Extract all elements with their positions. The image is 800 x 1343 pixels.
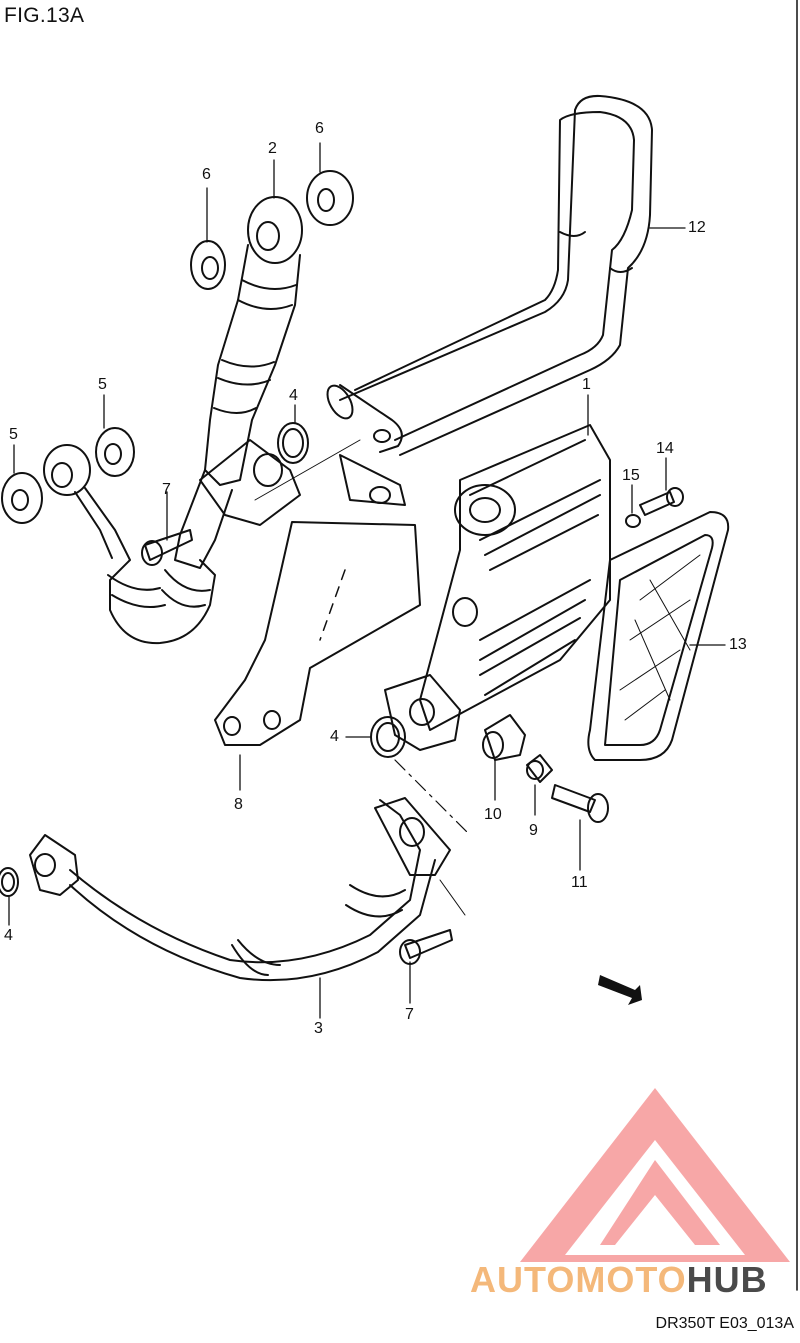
leader-lines (8, 142, 726, 1019)
part-7-bolts (141, 529, 453, 965)
callout-6-left: 6 (202, 166, 211, 183)
callout-4-middle: 4 (330, 728, 339, 745)
callout-12: 12 (688, 219, 706, 236)
callout-2: 2 (268, 140, 277, 157)
part-13-guard (587, 511, 730, 761)
wordmark-part-1: AUTOMOTO (470, 1259, 687, 1300)
drawing-id: DR350T E03_013A (655, 1315, 794, 1332)
callout-3: 3 (314, 1020, 323, 1037)
callout-7-upper: 7 (162, 481, 171, 498)
part-5-washers (1, 427, 135, 524)
part-2-banjo-hose (174, 196, 303, 569)
part-2-lower-hose (43, 444, 216, 645)
figure-title: FIG.13A (4, 4, 85, 27)
part-4-orings (0, 422, 406, 897)
callout-8: 8 (234, 796, 243, 813)
part-8-bracket (214, 454, 421, 746)
callout-7-lower: 7 (405, 1006, 414, 1023)
callout-5-right: 5 (98, 376, 107, 393)
small-hardware (482, 487, 684, 823)
callout-4-lower: 4 (4, 927, 13, 944)
hose-fitting (199, 439, 361, 526)
watermark-logo (520, 1088, 790, 1262)
callout-15: 15 (622, 467, 640, 484)
fwd-arrow-icon (598, 975, 642, 1005)
callout-10: 10 (484, 806, 502, 823)
callout-9: 9 (529, 822, 538, 839)
callout-6-right: 6 (315, 120, 324, 137)
watermark-wordmark: AUTOMOTOHUB (470, 1262, 768, 1298)
callout-14: 14 (656, 440, 674, 457)
callout-11: 11 (571, 874, 588, 891)
callout-5-left: 5 (9, 426, 18, 443)
part-3-lower-hose (29, 797, 466, 982)
part-12-hose (326, 94, 653, 456)
callout-13: 13 (729, 636, 747, 653)
callout-4-upper: 4 (289, 387, 298, 404)
part-6-washers (190, 170, 354, 290)
callout-1: 1 (582, 376, 591, 393)
part-1-oil-cooler (384, 424, 611, 836)
wordmark-part-2: HUB (686, 1259, 768, 1300)
